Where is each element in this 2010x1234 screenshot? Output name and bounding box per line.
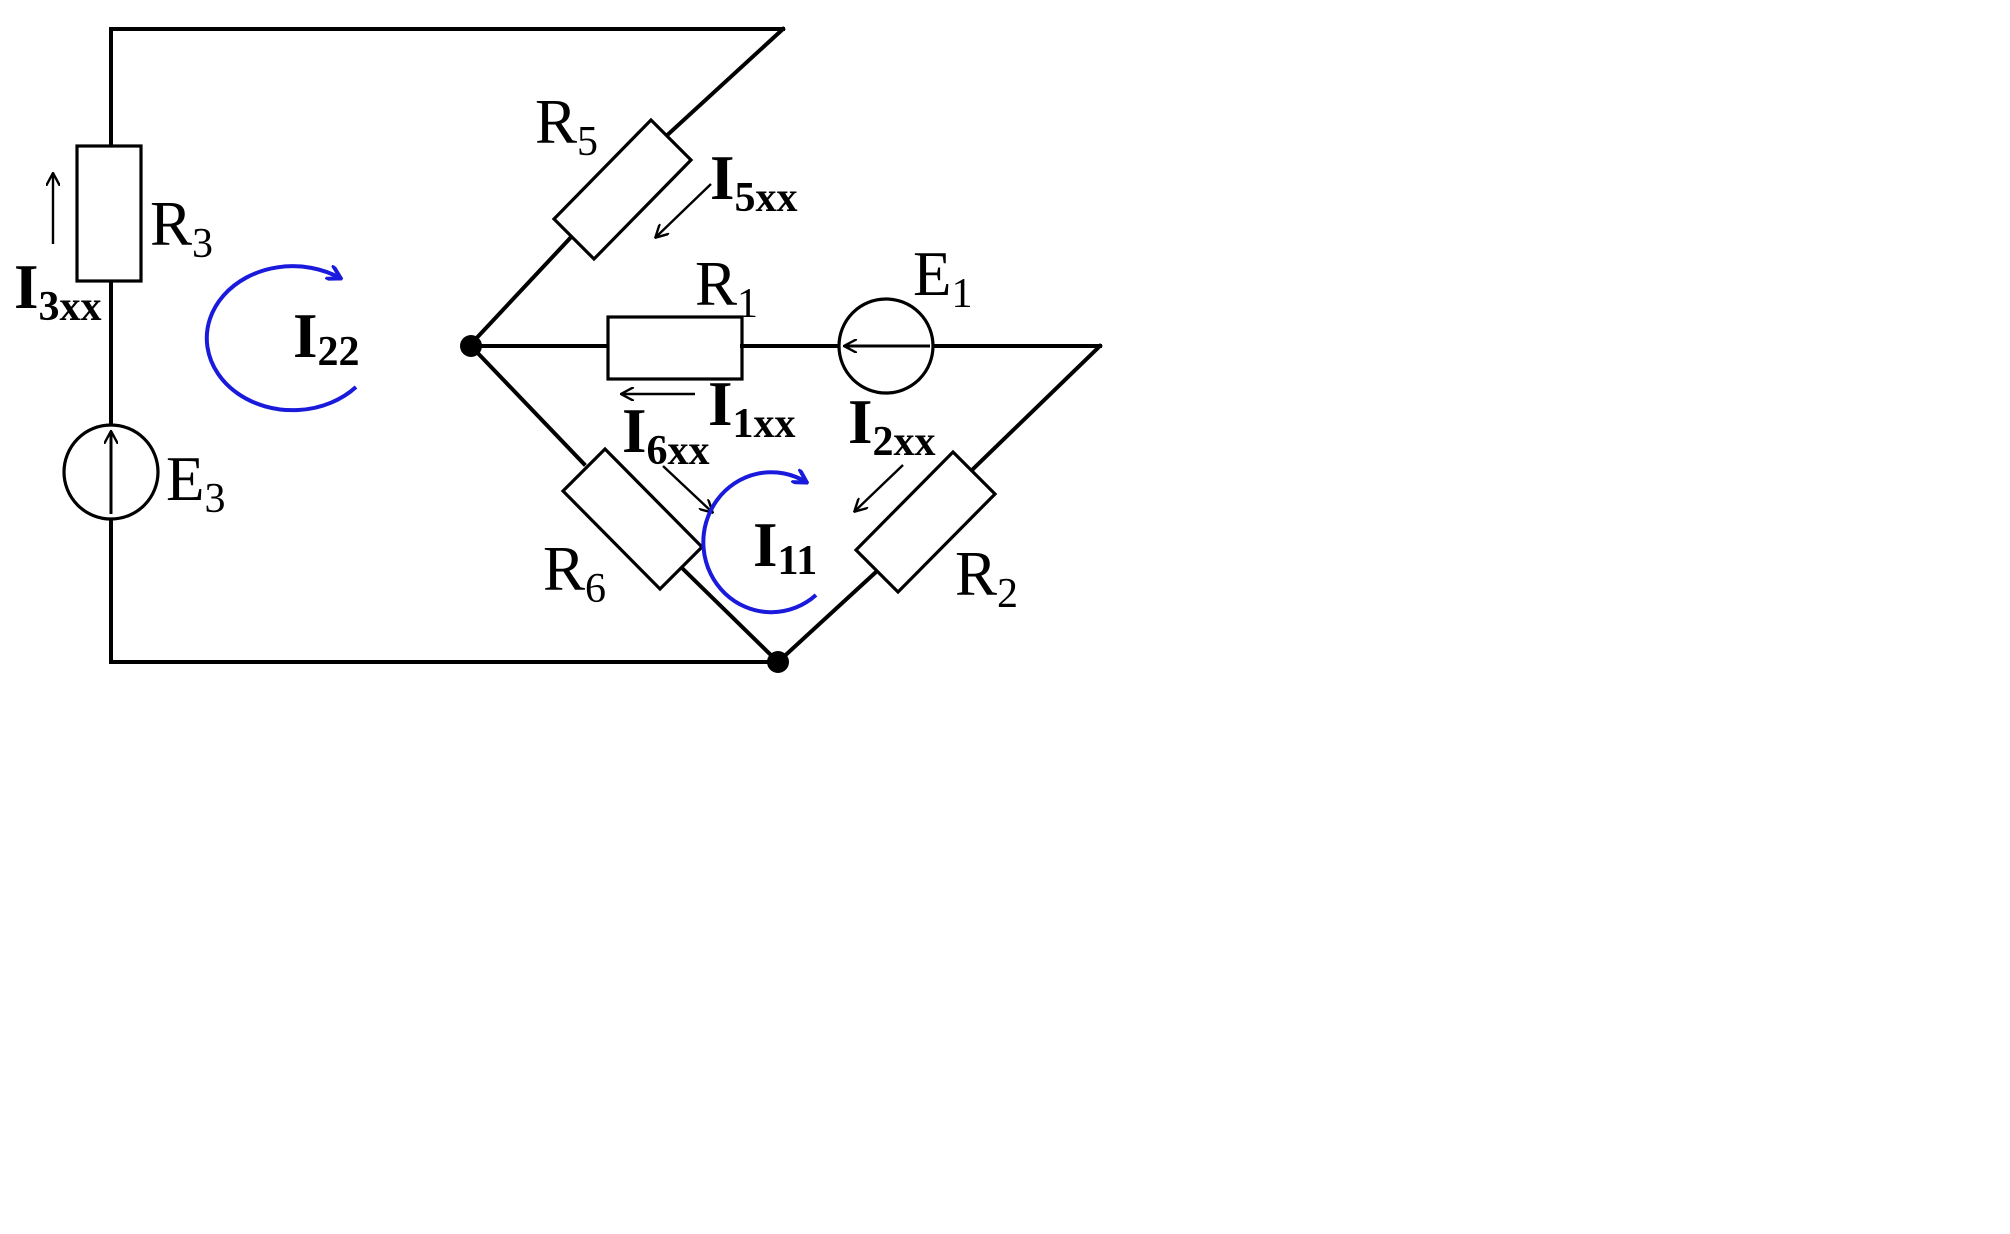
loop-i22-arrow [204,264,358,413]
node-bottom [767,651,789,673]
wire-r5-upper [648,26,786,153]
label-r3: R3 [150,189,213,267]
label-i6xx: I6xx [622,396,710,474]
label-r1: R1 [695,249,758,327]
label-r2: R2 [955,539,1018,617]
loop-i11-arrow [701,472,818,615]
label-r5: R5 [535,87,598,165]
wire-r6-upper [468,343,587,467]
i2xx-arrow [855,464,904,511]
label-i2xx: I2xx [848,387,936,465]
i6xx-arrow [662,465,712,512]
label-e3: E3 [166,444,225,522]
label-r6: R6 [543,534,606,612]
resistor-r2 [853,449,998,595]
resistor-r6 [560,446,705,592]
wire-r5-lower [468,231,577,347]
label-e1: E1 [913,239,972,317]
label-i22: I22 [293,301,360,375]
wire-r2-upper [970,343,1103,472]
resistor-r1 [606,315,744,381]
i5xx-arrow [656,183,712,237]
label-i5xx: I5xx [710,143,798,221]
resistor-r3 [75,144,143,283]
label-i1xx: I1xx [708,369,796,447]
wire-r6-lower [679,565,781,665]
label-i3xx: I3xx [14,252,102,330]
wire-r2-lower [775,569,879,665]
node-left [460,335,482,357]
label-i11: I11 [753,510,817,584]
resistor-r5 [551,117,694,262]
